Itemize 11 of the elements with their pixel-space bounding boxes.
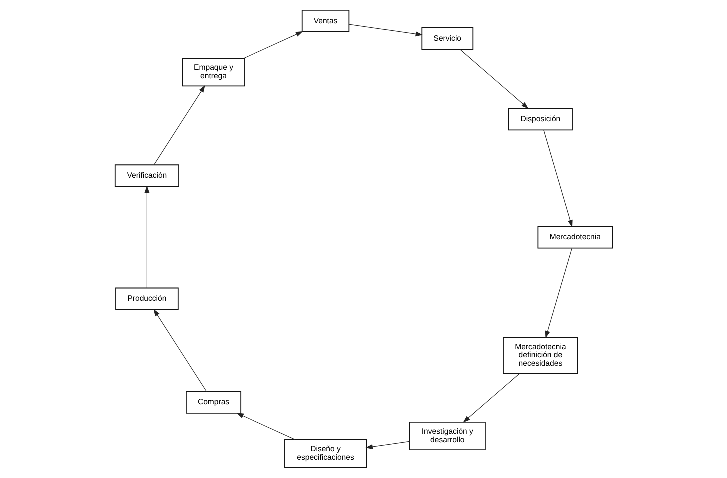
arrow <box>153 309 207 392</box>
arrow <box>459 49 528 109</box>
arrow <box>544 248 572 338</box>
arrow <box>543 130 572 228</box>
arrow <box>462 373 520 423</box>
arrow <box>365 441 410 450</box>
arrow <box>348 24 423 37</box>
arrow <box>153 85 205 166</box>
arrow <box>236 413 296 440</box>
arrow <box>144 186 150 288</box>
arrow <box>243 32 303 59</box>
